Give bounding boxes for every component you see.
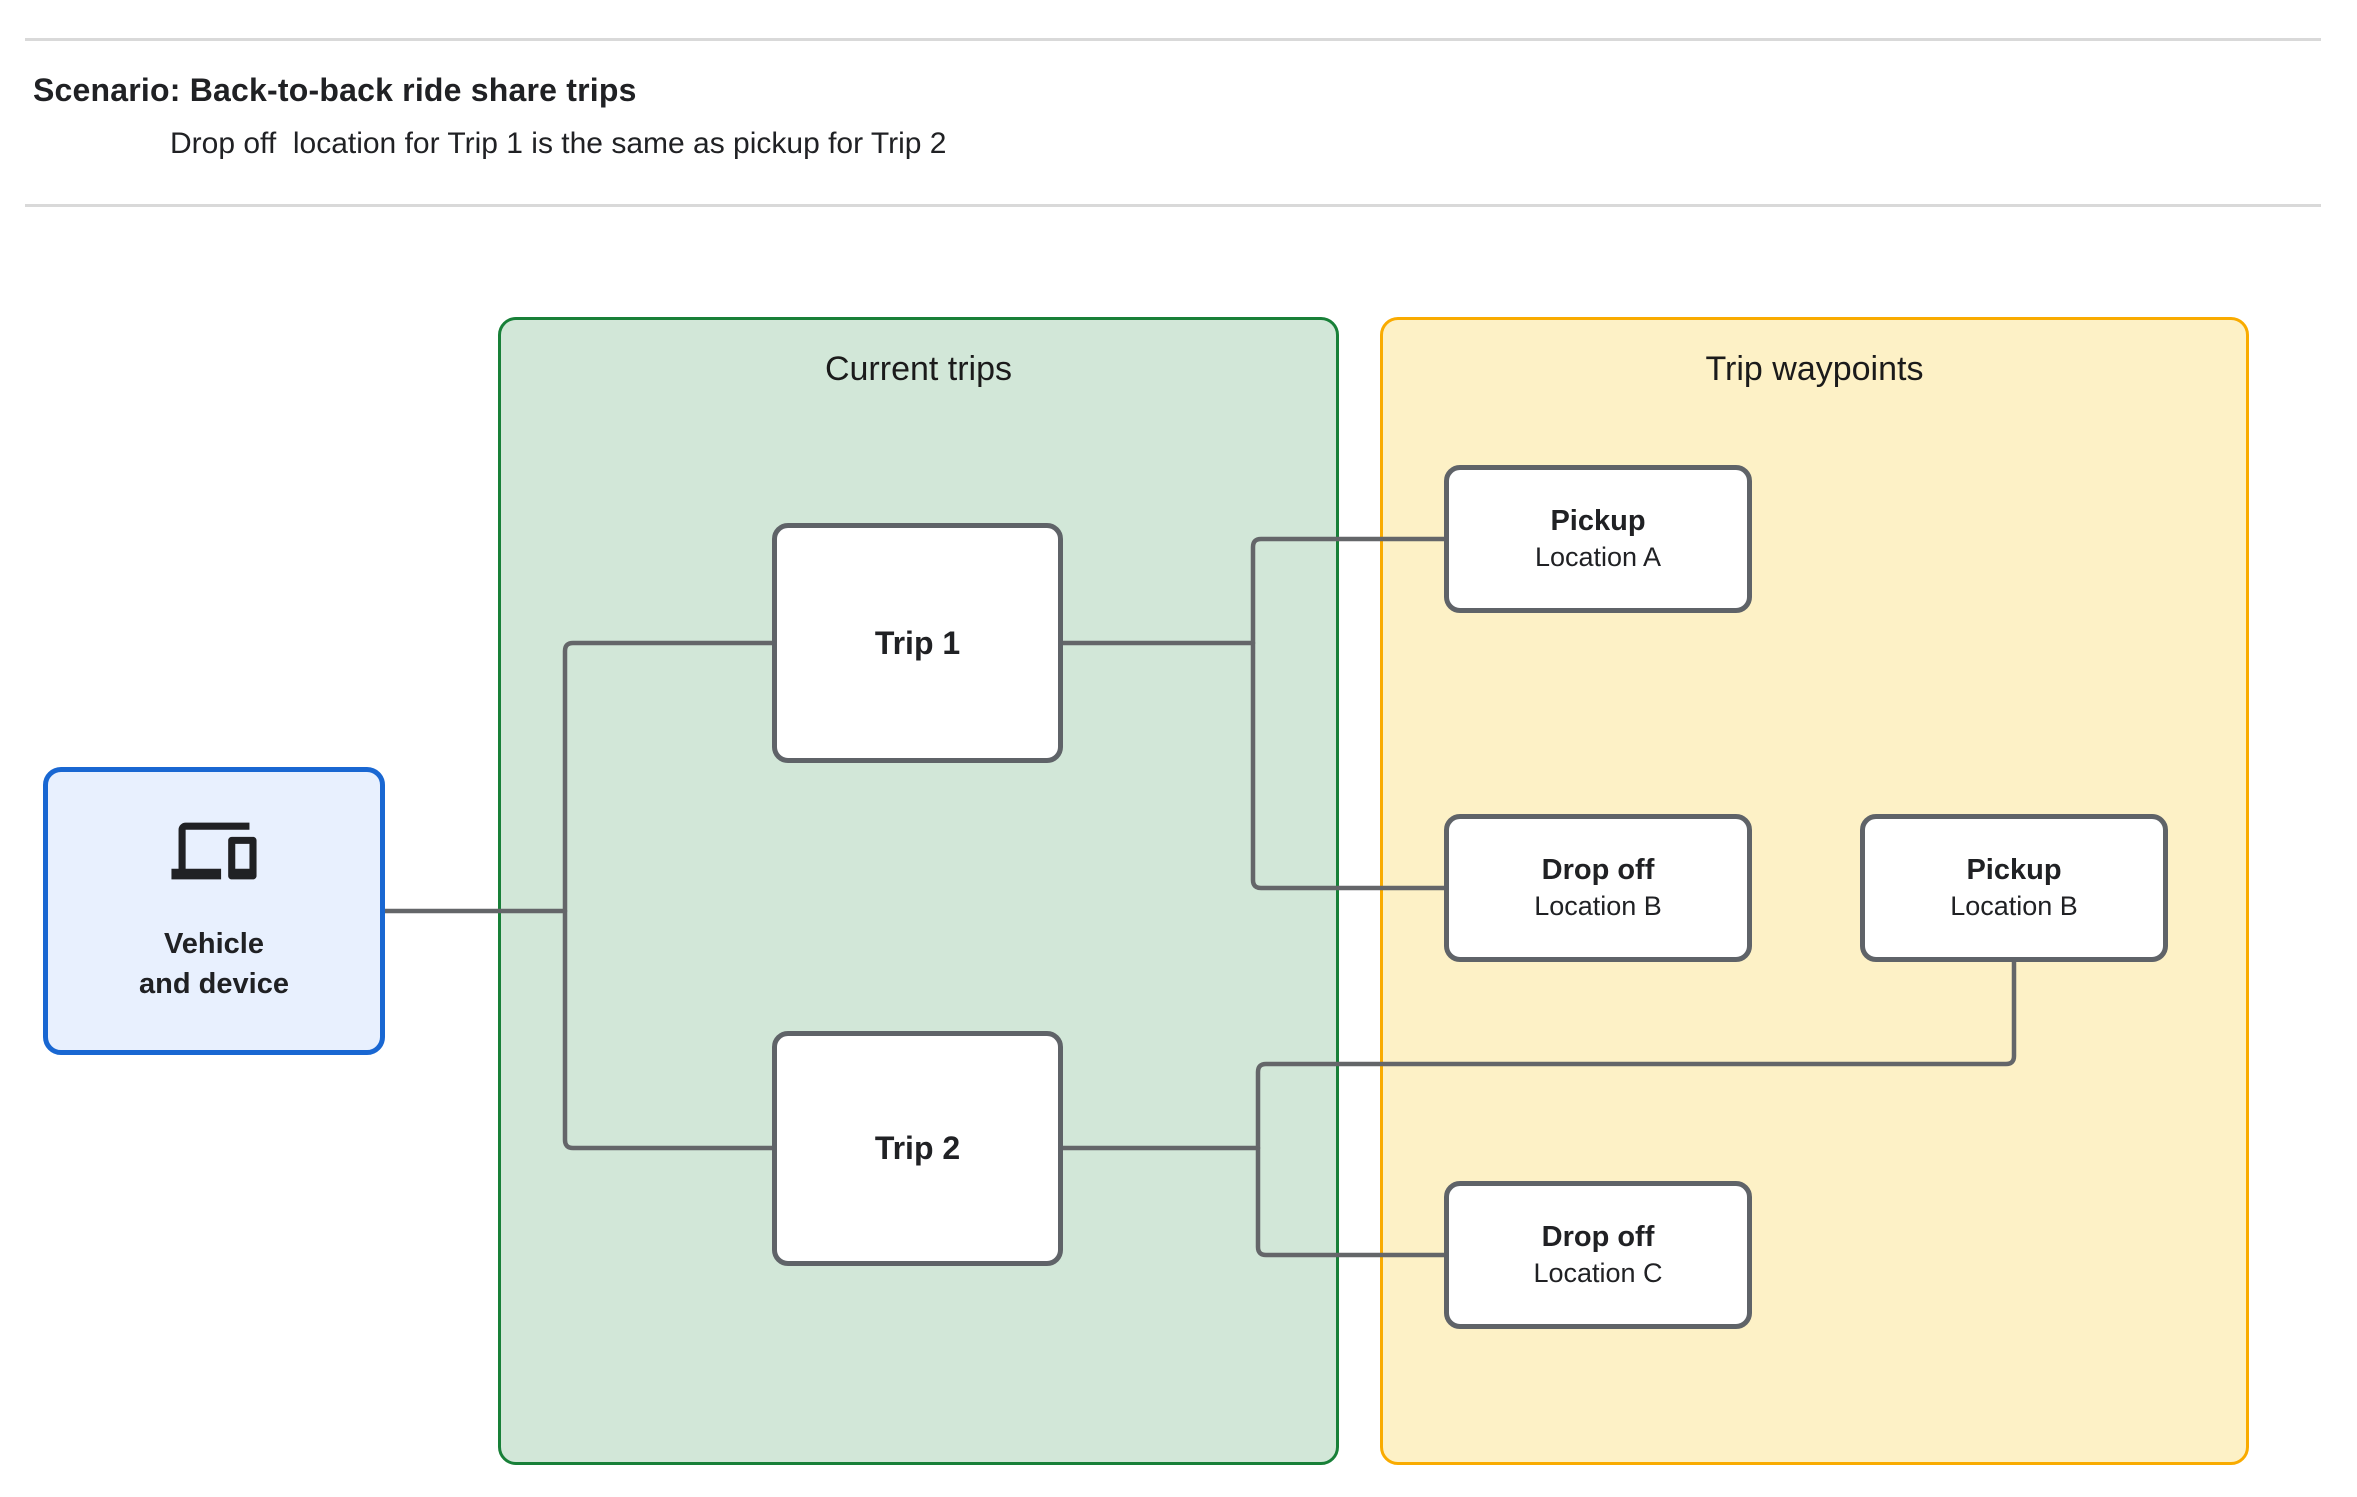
waypoint-type-label: Pickup	[1550, 505, 1646, 538]
waypoint-type-label: Drop off	[1541, 854, 1655, 887]
header-divider	[25, 204, 2321, 207]
page-subtitle: Drop off location for Trip 1 is the same…	[170, 127, 947, 160]
trip-2-node: Trip 2	[772, 1031, 1063, 1266]
waypoint-pickup-location-a: Pickup Location A	[1444, 465, 1752, 613]
waypoint-dropoff-location-c: Drop off Location C	[1444, 1181, 1752, 1329]
waypoint-type-label: Drop off	[1541, 1221, 1655, 1254]
waypoint-pickup-location-b: Pickup Location B	[1860, 814, 2168, 962]
waypoint-location-label: Location B	[1950, 890, 2078, 921]
devices-icon	[171, 822, 257, 880]
vehicle-label: Vehicle and device	[139, 924, 289, 1004]
current-trips-title: Current trips	[824, 350, 1013, 388]
trip-2-label: Trip 2	[874, 1130, 961, 1166]
page-title: Scenario: Back-to-back ride share trips	[33, 72, 637, 108]
waypoint-dropoff-location-b: Drop off Location B	[1444, 814, 1752, 962]
waypoint-location-label: Location B	[1534, 890, 1662, 921]
vehicle-and-device-node: Vehicle and device	[43, 767, 385, 1055]
trip-waypoints-title: Trip waypoints	[1705, 350, 1924, 388]
current-trips-panel: Current trips	[498, 317, 1339, 1465]
vehicle-label-line1: Vehicle	[164, 928, 264, 960]
trip-1-label: Trip 1	[874, 624, 961, 661]
vehicle-label-line2: and device	[139, 968, 289, 1001]
waypoint-location-label: Location C	[1533, 1257, 1663, 1288]
trip-1-node: Trip 1	[772, 523, 1063, 763]
waypoint-location-label: Location A	[1534, 541, 1662, 572]
waypoint-type-label: Pickup	[1966, 854, 2062, 887]
top-divider	[25, 38, 2321, 41]
